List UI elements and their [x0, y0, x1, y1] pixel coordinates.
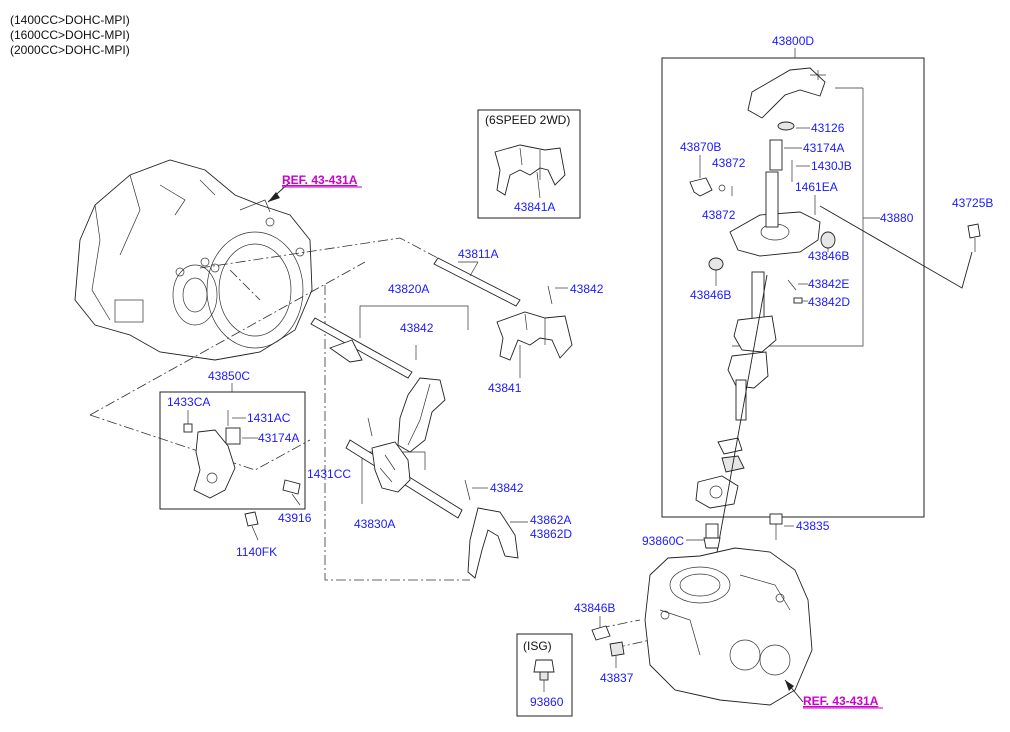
label-43872-a: 43872: [712, 156, 746, 170]
part-1433CA: [183, 423, 193, 433]
right-transaxle-housing: [644, 547, 813, 706]
pin-43842-low: [464, 479, 471, 501]
leader-43725B: [819, 205, 973, 289]
label-43842D: 43842D: [808, 295, 850, 309]
label-43850C: 43850C: [208, 369, 250, 383]
bolt-1140FK: [244, 511, 259, 541]
label-43835: 43835: [796, 519, 830, 533]
inset-isg-title: (ISG): [523, 639, 552, 653]
long-leader-line: [711, 274, 768, 581]
label-43880: 43880: [880, 211, 914, 225]
label-1140FK: 1140FK: [236, 545, 277, 559]
ref-bottom-label: REF. 43-431A: [803, 694, 879, 708]
select-lever: [747, 67, 826, 119]
ref-top-arrow-icon: [268, 192, 280, 202]
label-43842-mid: 43842: [400, 321, 434, 335]
part-43126: [777, 121, 795, 131]
label-43846B-right: 43846B: [808, 249, 849, 263]
shift-fork-43820A: [397, 377, 446, 453]
pin-1431CC: [367, 417, 373, 437]
part-43846B-right: [820, 231, 836, 249]
shift-rail-43820A: [310, 317, 413, 379]
bracket-43880: [732, 88, 864, 347]
part-43846B-left: [708, 257, 724, 271]
label-43916: 43916: [278, 511, 312, 525]
label-43846B-left: 43846B: [690, 288, 731, 302]
label-1430JB: 1430JB: [811, 159, 852, 173]
detent-parts: [695, 437, 745, 509]
group-box-43850C: [159, 391, 306, 510]
label-43174A-top: 43174A: [803, 141, 844, 155]
engine-note-1600: (1600CC>DOHC-MPI): [10, 28, 130, 42]
sensor-93860: [533, 659, 555, 681]
leader-43841A: [536, 171, 541, 199]
assembly-box-43800D: [661, 57, 925, 518]
part-43870B: [689, 177, 713, 197]
label-93860C: 93860C: [642, 534, 684, 548]
engine-note-1400: (1400CC>DOHC-MPI): [10, 13, 130, 27]
label-43830A: 43830A: [354, 517, 395, 531]
label-1431AC: 1431AC: [247, 411, 291, 425]
pin-43842-top: [547, 285, 553, 305]
label-43837: 43837: [600, 671, 634, 685]
label-43846B-bottom: 43846B: [574, 601, 615, 615]
part-43842E: [787, 279, 797, 291]
label-43811A: 43811A: [458, 247, 498, 261]
label-43841A: 43841A: [514, 200, 555, 214]
label-43842-top: 43842: [570, 282, 604, 296]
bolt-43916: [282, 479, 301, 506]
label-43841: 43841: [488, 381, 522, 395]
shift-fork-6speed: [494, 144, 566, 196]
part-43174A-left: [225, 427, 241, 445]
part-43174A-top: [769, 139, 783, 171]
bolt-43725B: [967, 223, 981, 252]
bracket-43850C: [193, 429, 236, 499]
bolt-43835: [769, 513, 783, 540]
sensor-93860C: [703, 523, 721, 549]
shift-fork-43841: [496, 311, 573, 361]
control-housing: [729, 171, 821, 257]
label-43174A-left: 43174A: [258, 431, 299, 445]
engine-note-2000: (2000CC>DOHC-MPI): [10, 43, 130, 57]
shift-fork-43862A: [467, 507, 519, 579]
bracket-43820A: [359, 305, 469, 338]
part-43837: [609, 641, 625, 657]
shift-rail-43811A: [433, 257, 521, 307]
inset-isg-box: [516, 633, 573, 717]
part-43872-a: [718, 184, 726, 192]
control-shaft: [727, 271, 777, 421]
part-43846B-bottom: [591, 625, 611, 641]
ref-top-label: REF. 43-431A: [282, 173, 358, 187]
label-43800D: 43800D: [772, 34, 814, 48]
label-43842-low: 43842: [490, 481, 524, 495]
label-43842E: 43842E: [808, 277, 849, 291]
label-43725B: 43725B: [952, 196, 993, 210]
shift-lug-43830A: [345, 439, 463, 519]
label-43820A: 43820A: [388, 282, 429, 296]
label-1431CC: 1431CC: [307, 467, 351, 481]
inset-6speed-box: [477, 109, 581, 219]
label-43872-b: 43872: [702, 208, 736, 222]
label-43126: 43126: [811, 121, 845, 135]
label-43862D: 43862D: [530, 527, 572, 541]
label-93860: 93860: [530, 695, 564, 709]
label-43862A: 43862A: [530, 513, 571, 527]
label-1461EA: 1461EA: [795, 180, 838, 194]
ref-bottom-arrow-icon: [785, 680, 794, 691]
part-43842D: [793, 297, 803, 304]
inset-6speed-title: (6SPEED 2WD): [485, 113, 570, 127]
label-1433CA: 1433CA: [167, 395, 210, 409]
left-transaxle-housing: [74, 159, 313, 361]
label-43870B: 43870B: [680, 140, 721, 154]
